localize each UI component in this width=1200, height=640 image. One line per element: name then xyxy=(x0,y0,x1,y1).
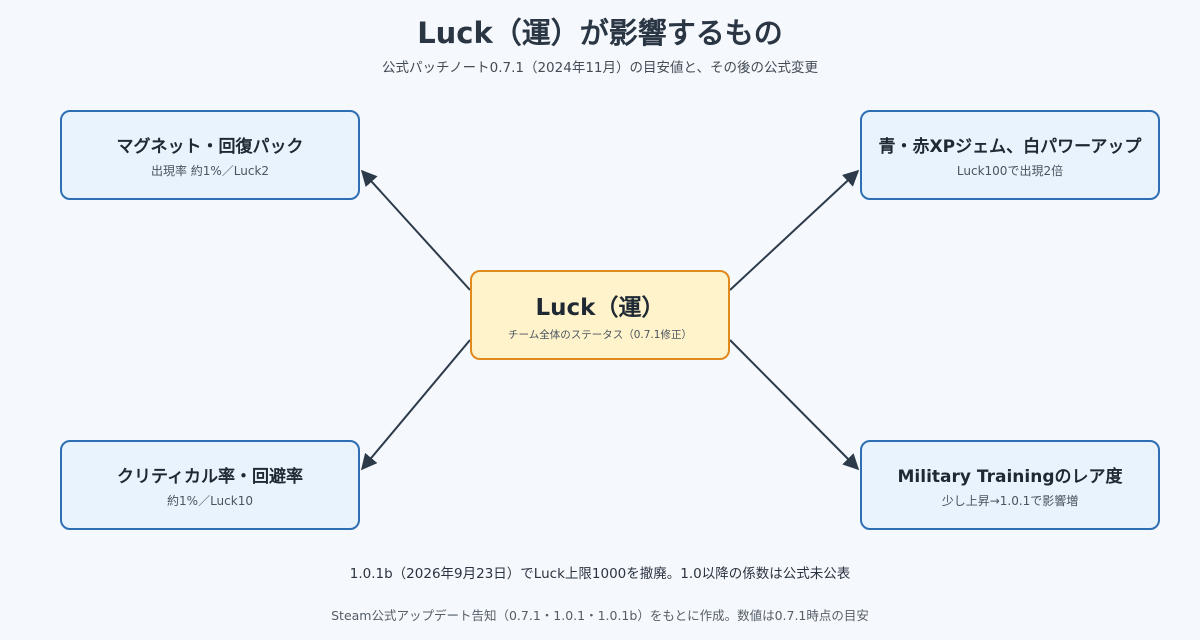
node-crit-evasion: クリティカル率・回避率 約1%／Luck10 xyxy=(60,440,360,530)
node-sublabel: 約1%／Luck10 xyxy=(167,493,253,508)
node-label: 青・赤XPジェム、白パワーアップ xyxy=(878,136,1142,157)
arrow-to-top-left xyxy=(360,169,471,291)
arrow-to-bottom-left xyxy=(360,339,471,471)
center-sublabel: チーム全体のステータス（0.7.1修正） xyxy=(508,329,692,341)
node-label: クリティカル率・回避率 xyxy=(117,466,303,487)
node-sublabel: Luck100で出現2倍 xyxy=(956,163,1064,178)
arrow-to-top-right xyxy=(729,169,860,291)
node-luck-center: Luck（運） チーム全体のステータス（0.7.1修正） xyxy=(470,270,730,360)
node-label: マグネット・回復パック xyxy=(116,136,304,157)
node-sublabel: 出現率 約1%／Luck2 xyxy=(150,163,270,178)
node-military-training: Military Trainingのレア度 少し上昇→1.0.1で影響増 xyxy=(860,440,1160,530)
update-note: 1.0.1b（2026年9月23日）でLuck上限1000を撤廃。1.0以降の係… xyxy=(349,566,851,582)
node-magnet-recovery: マグネット・回復パック 出現率 約1%／Luck2 xyxy=(60,110,360,200)
arrow-to-bottom-right xyxy=(729,339,860,471)
node-label: Military Trainingのレア度 xyxy=(897,466,1123,487)
node-xp-gem-powerup: 青・赤XPジェム、白パワーアップ Luck100で出現2倍 xyxy=(860,110,1160,200)
center-label: Luck（運） xyxy=(535,295,665,321)
source-footer: Steam公式アップデート告知（0.7.1・1.0.1・1.0.1b）をもとに作… xyxy=(331,608,869,623)
node-sublabel: 少し上昇→1.0.1で影響増 xyxy=(941,493,1079,508)
diagram-title: Luck（運）が影響するもの xyxy=(417,16,783,50)
diagram-subtitle: 公式パッチノート0.7.1（2024年11月）の目安値と、その後の公式変更 xyxy=(382,60,818,76)
